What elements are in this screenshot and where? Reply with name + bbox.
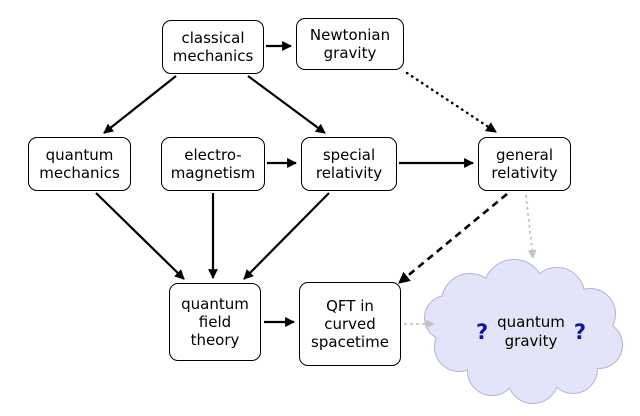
edge-general-relativity-to-qft-curved <box>398 192 508 285</box>
node-quantum-mechanics: quantum mechanics <box>28 137 131 191</box>
node-classical-mechanics: classical mechanics <box>162 20 264 74</box>
question-mark-left: ? <box>475 320 489 344</box>
quantum-gravity-label-group: ? quantum gravity ? <box>448 296 614 368</box>
node-qft-curved-spacetime: QFT in curved spacetime <box>299 282 401 366</box>
node-special-relativity: special relativity <box>301 137 397 191</box>
node-quantum-field-theory: quantum field theory <box>169 283 261 361</box>
edge-newtonian-to-general-relativity <box>405 71 498 134</box>
edge-qm-to-qft <box>95 192 185 280</box>
node-newtonian-gravity: Newtonian gravity <box>296 18 404 70</box>
edge-general-relativity-to-quantum-gravity <box>525 195 537 259</box>
node-quantum-gravity: quantum gravity <box>497 313 565 350</box>
edge-classical-to-special-relativity <box>247 75 326 134</box>
node-general-relativity: general relativity <box>478 137 571 191</box>
edge-special-relativity-to-qft <box>243 192 330 280</box>
question-mark-right: ? <box>573 320 587 344</box>
edge-classical-to-quantum-mechanics <box>103 75 177 134</box>
node-electromagnetism: electro- magnetism <box>161 137 265 191</box>
